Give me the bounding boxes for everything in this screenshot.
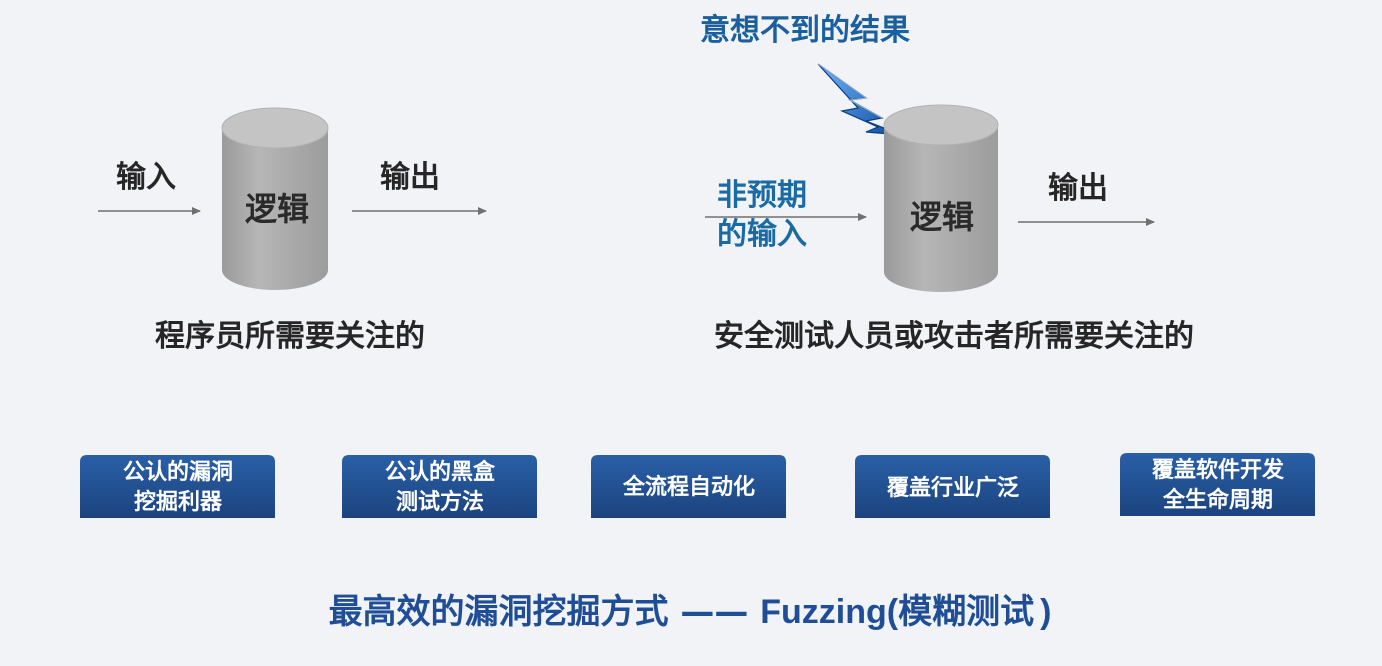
feature-text: 覆盖行业广泛 — [886, 475, 1019, 501]
left-input-label: 输入 — [116, 160, 176, 195]
unexpected-input-line1: 非预期 — [717, 178, 807, 213]
footer-cn-term: 模糊测试 — [898, 592, 1034, 632]
feature-text: 公认的黑盒 — [385, 459, 496, 485]
footer-dash: —— — [680, 592, 748, 632]
feature-text: 公认的漏洞 — [123, 459, 233, 485]
unexpected-input-line2: 的输入 — [717, 217, 807, 252]
right-flow: 意想不到的结果 非预期 的输入 逻辑 输出 安全测试人员或攻击者所需要关注的 — [700, 13, 1194, 354]
feature-text: 测试方法 — [396, 489, 484, 515]
right-output-label: 输出 — [1048, 171, 1108, 206]
right-logic-cylinder: 逻辑 — [883, 104, 999, 292]
footer-fuzzing: Fuzzing( — [760, 593, 899, 631]
left-flow: 输入 逻辑 输出 程序员所需要关注的 — [98, 107, 487, 354]
left-output-label: 输出 — [380, 160, 440, 195]
left-logic-label: 逻辑 — [245, 190, 309, 228]
footer-suffix: ) — [1040, 593, 1051, 631]
right-logic-label: 逻辑 — [910, 198, 974, 236]
footer-prefix: 最高效的漏洞挖掘方式 — [329, 592, 669, 632]
feature-box-4: 覆盖行业广泛 — [855, 455, 1050, 518]
feature-text: 全生命周期 — [1162, 487, 1273, 513]
feature-text: 全流程自动化 — [622, 474, 755, 500]
feature-text: 覆盖软件开发 — [1151, 457, 1285, 483]
feature-box-1: 公认的漏洞 挖掘利器 — [80, 455, 275, 518]
left-caption: 程序员所需要关注的 — [155, 319, 425, 354]
footer-headline: 最高效的漏洞挖掘方式 —— Fuzzing(模糊测试) — [329, 592, 1052, 632]
feature-box-2: 公认的黑盒 测试方法 — [342, 455, 537, 518]
feature-box-5: 覆盖软件开发 全生命周期 — [1120, 453, 1315, 516]
right-caption: 安全测试人员或攻击者所需要关注的 — [714, 319, 1194, 354]
unexpected-result-label: 意想不到的结果 — [700, 13, 910, 48]
feature-box-3: 全流程自动化 — [591, 455, 786, 518]
feature-text: 挖掘利器 — [134, 489, 223, 515]
feature-row: 公认的漏洞 挖掘利器 公认的黑盒 测试方法 全流程自动化 覆盖行业广泛 覆盖软件… — [80, 453, 1315, 518]
left-logic-cylinder: 逻辑 — [221, 107, 329, 290]
